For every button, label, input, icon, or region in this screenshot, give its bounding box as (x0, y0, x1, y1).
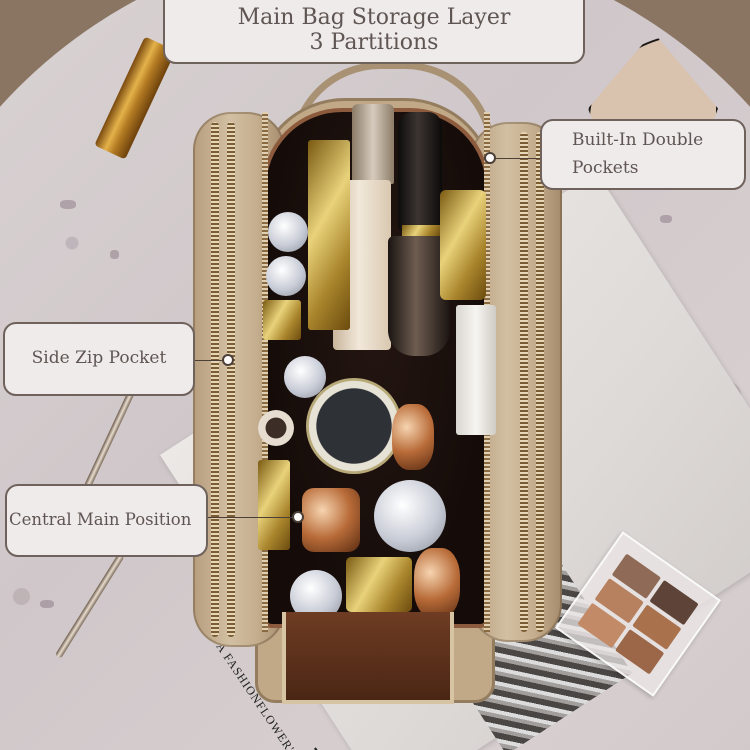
callout-built-in-double-pockets: Built-In Double Pockets (540, 119, 746, 190)
callout-marker-dot (222, 354, 234, 366)
callout-title-line1: Main Bag Storage Layer (237, 5, 511, 31)
zipper (262, 112, 268, 632)
small-jar (258, 410, 294, 446)
bottle-base (388, 236, 450, 356)
callout-main-storage-layer: Main Bag Storage Layer 3 Partitions (163, 0, 585, 64)
terrazzo-speck (40, 600, 54, 608)
bottle-gold-ring (402, 225, 440, 237)
gold-cube (263, 300, 301, 340)
terrazzo-speck (110, 250, 119, 259)
callout-central-label: Central Main Position (9, 510, 192, 530)
terrazzo-speck (660, 215, 672, 223)
bronze-bottle (392, 404, 434, 470)
white-jar (456, 305, 496, 435)
gold-square-compact (346, 557, 412, 612)
gold-jar-stack (440, 190, 486, 300)
black-serum-bottle (398, 112, 442, 232)
gold-box (308, 140, 350, 330)
terrazzo-speck (60, 200, 76, 209)
cushion-compact (306, 378, 402, 474)
bag-front-flap (282, 612, 454, 704)
gold-tube (258, 460, 290, 550)
callout-side-zip-label: Side Zip Pocket (31, 348, 167, 369)
silver-cap (266, 256, 306, 296)
silver-cap (268, 212, 308, 252)
callout-leader-line (207, 517, 299, 518)
callout-side-zip-pocket: Side Zip Pocket (3, 322, 195, 396)
callout-leader-line (492, 158, 542, 159)
callout-leader-line (195, 360, 231, 361)
callout-pockets-line2: Pockets (572, 157, 639, 178)
callout-marker-dot (292, 511, 304, 523)
callout-marker-dot (484, 152, 496, 164)
bronze-item (414, 548, 460, 618)
silver-compact (374, 480, 446, 552)
silver-lid (284, 356, 326, 398)
foundation-tube-cap (352, 104, 394, 184)
callout-title-line2: 3 Partitions (309, 30, 439, 55)
perfume-bottle (302, 488, 360, 552)
callout-central-main-position: Central Main Position (5, 484, 208, 557)
callout-pockets-line1: Built-In Double (572, 130, 704, 151)
